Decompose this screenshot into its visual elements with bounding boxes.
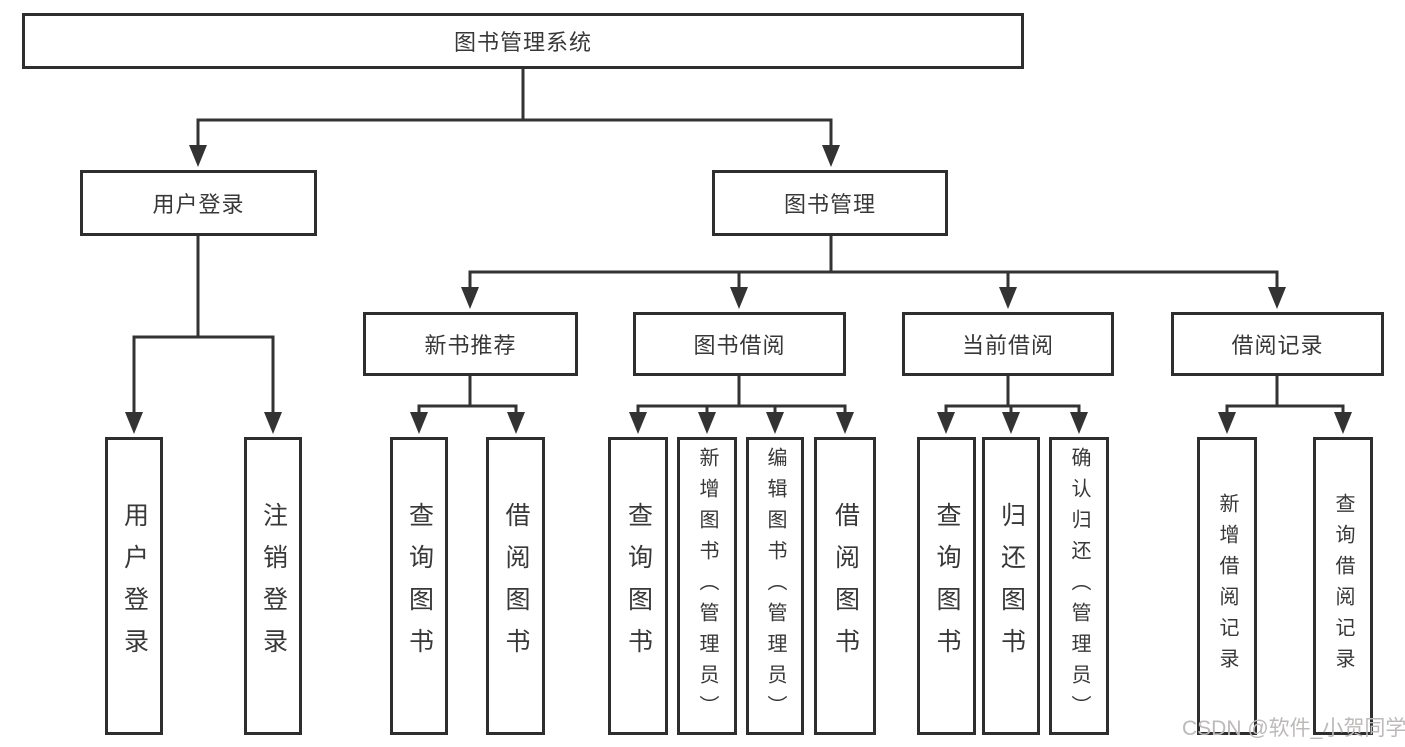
leaf-query-books: 查询图书	[608, 437, 668, 735]
node-current-borrow: 当前借阅	[902, 312, 1114, 376]
node-new-book-recommend: 新书推荐	[363, 312, 578, 376]
leaf-label: 归还图书	[997, 502, 1026, 670]
node-book-borrow: 图书借阅	[633, 312, 846, 376]
node-label: 图书管理系统	[453, 30, 592, 55]
leaf-label: 编辑图书（管理员）	[764, 446, 786, 726]
leaf-user-login: 用户登录	[105, 437, 163, 735]
leaf-return-books: 归还图书	[982, 437, 1040, 735]
leaf-label: 用户登录	[120, 502, 149, 670]
leaf-borrow-books: 借阅图书	[486, 437, 545, 735]
leaf-confirm-return-admin: 确认归还（管理员）	[1049, 437, 1109, 735]
node-label: 图书管理	[783, 192, 876, 217]
leaf-query-borrow-record: 查询借阅记录	[1313, 437, 1373, 735]
leaf-label: 借阅图书	[502, 502, 530, 670]
leaf-label: 查询图书	[405, 502, 434, 670]
node-label: 当前借阅	[961, 333, 1054, 358]
leaf-label: 查询借阅记录	[1332, 493, 1354, 679]
leaf-add-borrow-record: 新增借阅记录	[1197, 437, 1257, 735]
leaf-label: 新增图书（管理员）	[696, 446, 718, 726]
node-book-management: 图书管理	[712, 170, 948, 236]
leaf-query-books: 查询图书	[917, 437, 976, 735]
leaf-label: 确认归还（管理员）	[1068, 446, 1090, 726]
leaf-edit-books-admin: 编辑图书（管理员）	[746, 437, 804, 735]
node-borrow-records: 借阅记录	[1171, 312, 1384, 376]
leaf-label: 查询图书	[933, 502, 961, 670]
leaf-query-books: 查询图书	[390, 437, 448, 735]
leaf-add-books-admin: 新增图书（管理员）	[677, 437, 737, 735]
node-label: 新书推荐	[424, 333, 517, 358]
node-label: 借阅记录	[1231, 333, 1324, 358]
leaf-label: 注销登录	[259, 502, 288, 670]
node-label: 图书借阅	[693, 333, 786, 358]
leaf-label: 查询图书	[624, 502, 653, 670]
leaf-label: 新增借阅记录	[1216, 493, 1238, 679]
node-user-login: 用户登录	[80, 170, 317, 236]
node-library-management-system: 图书管理系统	[22, 13, 1024, 69]
leaf-logout: 注销登录	[244, 437, 302, 735]
leaf-label: 借阅图书	[831, 502, 860, 670]
leaf-borrow-books: 借阅图书	[814, 437, 876, 735]
node-label: 用户登录	[152, 192, 245, 217]
csdn-watermark: CSDN @软件_小贺同学	[1182, 717, 1405, 740]
